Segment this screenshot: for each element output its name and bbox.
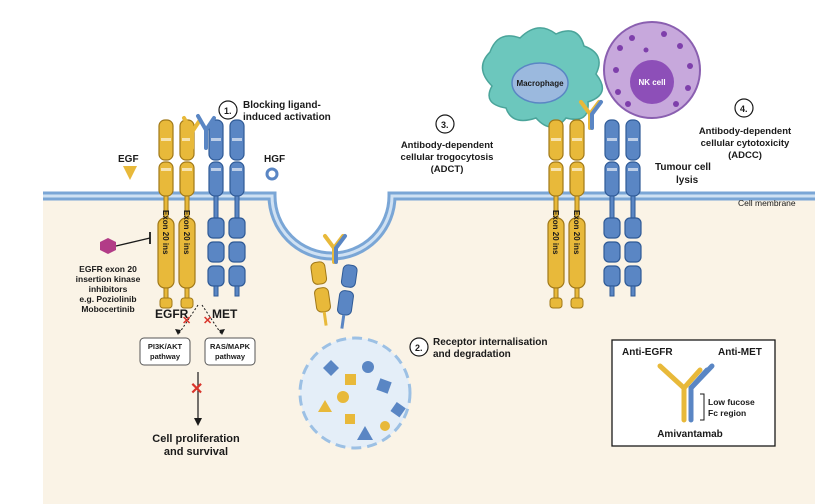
svg-text:pathway: pathway (150, 352, 181, 361)
step-4-line2: cellular cytotoxicity (701, 138, 790, 149)
nk-cell-nucleus (630, 60, 674, 104)
svg-text:pathway: pathway (215, 352, 246, 361)
ras-mapk-pathway-box (204, 337, 256, 366)
exon20-label-1: Exon 20 ins (161, 210, 170, 255)
legend-anti-met: Anti-MET (718, 347, 762, 358)
legend-fc-line1: Low fucose (708, 397, 755, 407)
step-3-line3: (ADCT) (431, 164, 464, 175)
ring-icon (265, 167, 279, 181)
internalised-egfr (310, 261, 331, 326)
svg-text:4.: 4. (740, 104, 748, 114)
amivantamab-icon (657, 363, 715, 423)
cross-icon: ✕ (203, 315, 212, 327)
legend-fc-line2: Fc region (708, 408, 746, 418)
step-1-line1: Blocking ligand- (243, 100, 321, 111)
svg-text:PI3K/AKT: PI3K/AKT (148, 342, 183, 351)
legend-anti-egfr: Anti-EGFR (622, 347, 673, 358)
macrophage-nucleus (511, 62, 569, 104)
nk-cell-label: NK cell (638, 78, 665, 87)
tumour-lysis-line2: lysis (676, 175, 699, 186)
svg-text:1.: 1. (224, 106, 232, 116)
tumour-lysis-line1: Tumour cell (655, 162, 711, 173)
macrophage-label: Macrophage (516, 79, 564, 88)
cross-icon: ✕ (182, 315, 191, 327)
cell-membrane-label: Cell membrane (738, 198, 796, 208)
inhibitor-line1: EGFR exon 20 (79, 264, 137, 274)
svg-text:RAS/MAPK: RAS/MAPK (210, 342, 251, 351)
inhibitor-line4: e.g. Poziolinib (79, 294, 136, 304)
hgf-label: HGF (264, 154, 285, 165)
inhibitor-line3: inhibitors (89, 284, 128, 294)
step-3-line2: cellular trogocytosis (401, 152, 494, 163)
hexagon-icon (100, 238, 116, 254)
step-2-line1: Receptor internalisation (433, 337, 547, 348)
svg-text:2.: 2. (415, 343, 423, 353)
egf-label: EGF (118, 154, 139, 165)
step-3-line1: Antibody-dependent (401, 140, 494, 151)
pi3k-pathway-box (139, 337, 191, 366)
cross-icon: ✕ (190, 381, 203, 398)
egfr-label: EGFR (155, 307, 189, 321)
step-1-line2: induced activation (243, 112, 331, 123)
internalised-met (337, 264, 358, 329)
inhibitor-line5: Mobocertinib (81, 304, 134, 314)
step-4-line1: Antibody-dependent (699, 126, 792, 137)
svg-text:3.: 3. (441, 120, 449, 130)
triangle-icon (123, 166, 137, 180)
proliferation-line2: and survival (164, 446, 228, 458)
legend-amivantamab: Amivantamab (657, 429, 723, 440)
exon20-label-4: Exon 20 ins (572, 210, 581, 255)
lysosome (298, 336, 412, 450)
met-label: MET (212, 307, 238, 321)
exon20-label-2: Exon 20 ins (182, 210, 191, 255)
step-1-badge (218, 100, 238, 120)
antibody-bound (182, 114, 216, 150)
exon20-label-3: Exon 20 ins (551, 210, 560, 255)
step-2-badge (409, 337, 429, 357)
step-4-badge (734, 98, 754, 118)
step-3-badge (435, 114, 455, 134)
step-2-line2: and degradation (433, 349, 511, 360)
inhibitor-line2: insertion kinase (76, 274, 141, 284)
proliferation-line1: Cell proliferation (152, 433, 240, 445)
step-4-line3: (ADCC) (728, 150, 762, 161)
